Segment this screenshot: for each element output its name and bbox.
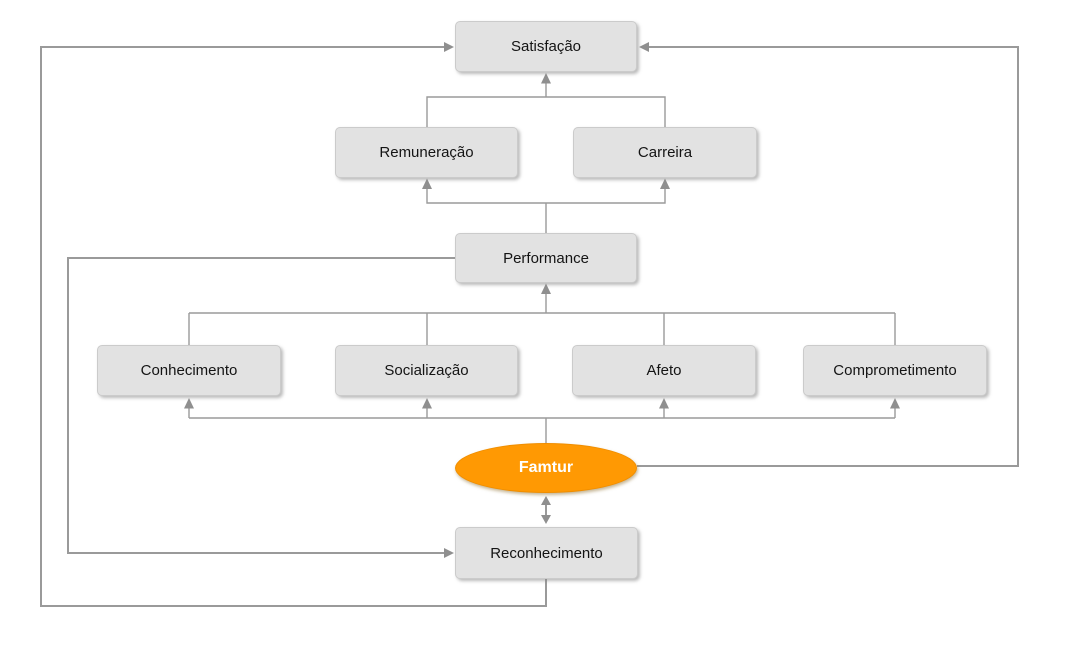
node-performance: Performance [455,233,637,283]
edge-famtur-to-factors [184,398,900,443]
edge-performance-to-reconhecimento [67,257,455,558]
edge-factors-to-performance [188,283,896,345]
edge-performance-to-remuneracao-carreira [422,178,670,233]
node-satisfacao: Satisfação [455,21,637,72]
node-conhecimento: Conhecimento [97,345,281,396]
node-remuneracao: Remuneração [335,127,518,178]
edge-famtur-reconhecimento-bidirectional [541,496,551,524]
edge-remuneracao-carreira-to-satisfacao [426,73,666,127]
node-reconhecimento: Reconhecimento [455,527,638,579]
node-socializacao: Socialização [335,345,518,396]
node-famtur: Famtur [455,443,637,493]
node-afeto: Afeto [572,345,756,396]
node-carreira: Carreira [573,127,757,178]
edge-reconhecimento-to-satisfacao [40,42,547,607]
edge-famtur-to-satisfacao [637,42,1019,467]
node-comprometimento: Comprometimento [803,345,987,396]
